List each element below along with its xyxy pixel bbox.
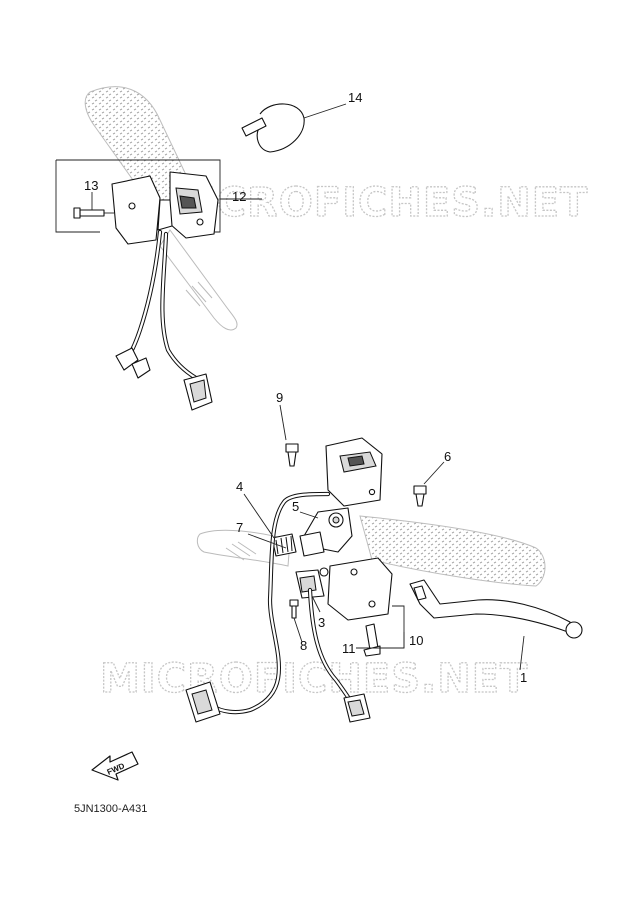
screw-8 [289,599,299,619]
watermark-top: MICROFICHES.NET [160,180,588,226]
callout-12: 12 [232,189,246,204]
left-handlebar-switch [111,171,219,245]
callout-8: 8 [300,638,307,653]
diagram-code: 5JN1300-A431 [74,803,148,815]
screw-11 [363,623,381,657]
fwd-arrow-icon: FWD [91,751,139,781]
right-handlebar-grip [196,515,546,587]
right-switch-wiring [185,491,371,723]
brake-lever-1 [409,579,583,639]
screw-7-washer [319,567,329,577]
front-brake-switch-housing [325,437,383,507]
spring-5 [271,533,297,557]
master-cylinder-holder [299,507,353,557]
callout-9: 9 [276,390,283,405]
callout-1: 1 [520,670,527,685]
callout-11: 11 [342,641,356,656]
callout-3: 3 [318,615,325,630]
screw-13 [73,207,114,219]
bracket-12-13 [55,159,221,233]
cable-tie-14 [241,103,347,153]
bolt-9 [285,443,299,467]
callout-7: 7 [236,520,243,535]
watermark-bottom: MICROFICHES.NET [100,656,528,702]
bracket-10 [356,605,405,649]
callout-6: 6 [444,449,451,464]
lever-holder-10 [327,557,393,621]
callout-5: 5 [292,499,299,514]
brake-switch-3 [295,569,325,599]
leader-lines [91,192,525,671]
callout-10: 10 [409,633,423,648]
callout-13: 13 [84,178,98,193]
bolt-6 [413,485,427,507]
left-handlebar-grip [84,86,238,331]
left-switch-wiring [115,229,213,411]
callout-4: 4 [236,479,243,494]
callout-14: 14 [348,90,362,105]
